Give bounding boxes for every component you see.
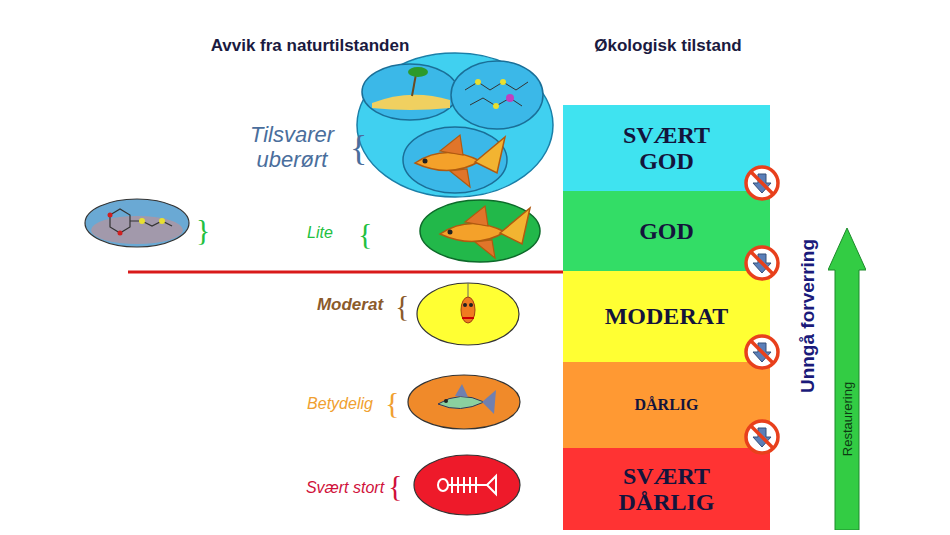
- status-band: SVÆRT GOD: [563, 105, 770, 191]
- vertical-label: Unngå forverring: [797, 239, 819, 393]
- column-header: Økologisk tilstand: [594, 36, 741, 56]
- status-band: GOD: [563, 191, 770, 271]
- deviation-label: Betydelig: [307, 395, 373, 413]
- svg-text:{: {: [395, 289, 409, 322]
- svg-text:{: {: [385, 386, 399, 419]
- restoration-arrow: Restaurering: [828, 228, 866, 530]
- band-label: SVÆRT GOD: [602, 122, 732, 175]
- svg-text:{: {: [350, 128, 367, 168]
- deviation-label: Tilsvarer uberørt: [227, 122, 357, 173]
- deviation-label: Moderat: [317, 295, 383, 315]
- band-label: SVÆRT DÅRLIG: [602, 463, 732, 516]
- deviation-label: Lite: [307, 224, 333, 242]
- svg-text:}: }: [196, 213, 210, 246]
- column-header: Avvik fra naturtilstanden: [211, 36, 410, 56]
- deviation-label: Svært stort: [306, 479, 384, 497]
- band-label: DÅRLIG: [602, 396, 732, 414]
- arrow-shape: [828, 228, 866, 530]
- status-band: SVÆRT DÅRLIG: [563, 448, 770, 530]
- svg-text:{: {: [358, 217, 372, 250]
- band-label: MODERAT: [602, 303, 732, 329]
- band-label: GOD: [602, 218, 732, 244]
- status-band: DÅRLIG: [563, 362, 770, 448]
- svg-text:{: {: [388, 469, 402, 502]
- arrow-label: Restaurering: [840, 382, 855, 456]
- status-band: MODERAT: [563, 271, 770, 362]
